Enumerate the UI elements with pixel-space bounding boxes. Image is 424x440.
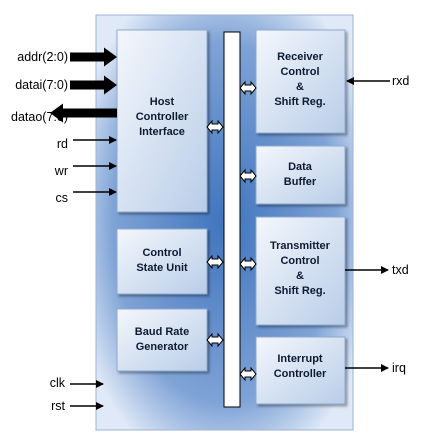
interrupt-controller-block: Interrupt Controller	[255, 336, 346, 405]
interrupt-label-line2: Controller	[274, 368, 327, 380]
data-buffer-label-line1: Data	[288, 161, 313, 173]
control-state-label-line2: State Unit	[136, 262, 188, 274]
internal-bus	[223, 31, 241, 408]
host-bus-connector	[206, 119, 224, 135]
signal-label-wr: wr	[54, 164, 68, 178]
control-state-unit-block: Control State Unit	[116, 228, 208, 295]
signal-label-irq: irq	[392, 361, 406, 375]
transmitter-bus-connector	[239, 256, 257, 272]
signal-label-datai: datai(7:0)	[15, 78, 68, 92]
transmitter-label-line1: Transmitter	[270, 240, 331, 252]
host-label-line2: Controller	[136, 111, 189, 123]
data-buffer-bus-connector	[239, 168, 257, 184]
signal-label-clk: clk	[50, 376, 66, 390]
signal-label-txd: txd	[392, 263, 409, 277]
datai-bus-arrow	[70, 75, 117, 95]
transmitter-label-line2: Control	[280, 255, 319, 267]
signal-label-rst: rst	[51, 399, 65, 413]
data-buffer-label-line2: Buffer	[284, 176, 317, 188]
receiver-control-block: Receiver Control & Shift Reg.	[255, 29, 346, 134]
host-label-line1: Host	[150, 96, 175, 108]
control-state-bus-connector	[206, 254, 224, 270]
interrupt-bus-connector	[239, 366, 257, 382]
addr-bus-arrow	[70, 47, 117, 67]
signal-label-cs: cs	[56, 191, 69, 205]
baud-rate-bus-connector	[206, 332, 224, 348]
transmitter-label-line3: &	[296, 270, 304, 282]
receiver-bus-connector	[239, 80, 257, 96]
baud-rate-generator-block: Baud Rate Generator	[116, 308, 208, 372]
signal-label-addr: addr(2:0)	[17, 50, 68, 64]
host-label-line3: Interface	[139, 126, 185, 138]
host-controller-interface-block: Host Controller Interface	[116, 29, 208, 213]
bus-connectors	[206, 80, 257, 382]
receiver-label-line3: &	[296, 81, 304, 93]
signal-label-rd: rd	[57, 137, 68, 151]
baud-rate-label-line1: Baud Rate	[135, 326, 189, 338]
control-state-label-line1: Control	[142, 247, 181, 259]
transmitter-control-block: Transmitter Control & Shift Reg.	[255, 216, 346, 326]
receiver-label-line4: Shift Reg.	[274, 96, 325, 108]
receiver-label-line2: Control	[280, 66, 319, 78]
data-buffer-block: Data Buffer	[255, 145, 346, 205]
datao-bus-arrow	[50, 103, 117, 123]
transmitter-label-line4: Shift Reg.	[274, 285, 325, 297]
interrupt-label-line1: Interrupt	[277, 353, 323, 365]
receiver-label-line1: Receiver	[277, 51, 324, 63]
baud-rate-label-line2: Generator	[136, 341, 189, 353]
signal-label-rxd: rxd	[392, 74, 409, 88]
